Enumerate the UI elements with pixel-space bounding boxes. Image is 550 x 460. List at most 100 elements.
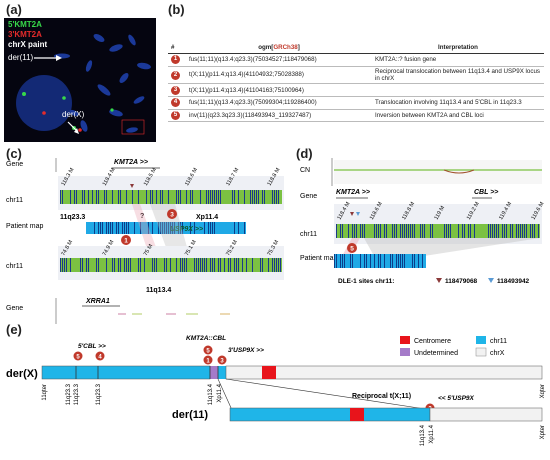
dle-site1: 118479068: [445, 278, 478, 285]
dle-site2-icon: [488, 278, 494, 283]
row-interp: KMT2A::? fusion gene: [372, 53, 544, 67]
dle-title: DLE-1 sites chr11:: [338, 278, 394, 285]
band-derx-11qter: 11qter: [42, 384, 48, 401]
band-der11-xp114: Xp11.4: [429, 424, 435, 443]
band-derx-11q233a: 11q23.3: [66, 383, 72, 405]
chr11-label-c-bot: chr11: [6, 263, 23, 270]
marker-3-e: [217, 355, 227, 365]
marker-3-c: [167, 209, 177, 219]
der11-chr11-segment: [229, 407, 431, 422]
derx-centromere: [262, 366, 276, 379]
fish-probe-3kmt2a: 3'KMT2A: [8, 30, 42, 39]
svg-text:1: 1: [206, 358, 210, 364]
band-derx-11q134: 11q13.4: [208, 383, 214, 405]
row-ogm: inv(11)(q23.3q23.3)(118493943_119327487): [186, 109, 372, 123]
tick-label-bot: 75 M: [143, 243, 155, 257]
band-11q233: 11q23.3: [60, 214, 85, 221]
svg-text:5: 5: [350, 246, 354, 253]
chr11-label-c-top: chr11: [6, 197, 23, 204]
fish-label-der11: der(11): [8, 53, 34, 62]
row-interp: [372, 83, 544, 98]
legend-chr11-swatch: [476, 336, 486, 344]
band-derx-11q233c: 11q23.3: [96, 383, 102, 405]
der11-centromere: [350, 408, 364, 421]
row-ogm: t(X;11)(p11.4;q13.4)(41104163;75100964): [186, 83, 372, 98]
row-num: 4: [168, 96, 186, 110]
cn-label: CN: [300, 167, 310, 174]
dle-site1-icon: [436, 278, 442, 283]
svg-text:1: 1: [124, 238, 128, 245]
row-ogm: t(X;11)(p11.4;q13.4)(41104932;75028388): [186, 66, 372, 85]
panel-label-e: (e): [6, 322, 22, 337]
marker-5b-e: [203, 345, 213, 355]
legend-chrx: chrX: [490, 350, 505, 357]
fish-probe-chrx: chrX paint: [8, 40, 48, 49]
gene-label-d: Gene: [300, 193, 317, 200]
row-num: 5: [168, 109, 186, 123]
gene-kmt2a-d: KMT2A >>: [336, 189, 370, 196]
dle-site2: 118493942: [497, 278, 530, 285]
svg-text:5: 5: [76, 354, 80, 360]
marker-5-d: [347, 243, 357, 253]
chr11-label-d: chr11: [300, 231, 317, 238]
panel-e-svg: Centromere chr11 Undetermined chrX der(X…: [6, 335, 546, 446]
label-3usp9x: 3'USP9X >>: [228, 347, 264, 354]
row-ogm: fus(11;11)(q13.4;q23.3)(75099304;1192864…: [186, 96, 372, 110]
dle-marker: [130, 184, 134, 188]
row-num: 3: [168, 83, 186, 98]
usp9x-label: USP9X >>: [170, 226, 203, 233]
svg-text:3: 3: [220, 358, 224, 364]
panel-label-b: (b): [168, 2, 185, 17]
der11-label: der(11): [172, 409, 208, 421]
gene-label-c-bot: Gene: [6, 305, 23, 312]
legend-centromere: Centromere: [414, 338, 451, 345]
band-der11-11q134: 11q13.4: [420, 424, 426, 446]
fish-image: [4, 18, 156, 142]
marker-1-c: [121, 235, 131, 245]
marker-5-e: [73, 351, 83, 361]
col-num-header: #: [168, 42, 186, 54]
legend-chr11: chr11: [490, 338, 507, 345]
question-label: ?: [140, 213, 144, 220]
col-interp-header: Interpretation: [372, 42, 544, 54]
row-interp: Translocation involving 11q13.4 and 5'CB…: [372, 96, 544, 110]
band-derx-xqter: Xqter: [540, 384, 546, 398]
band-derx-11q233b: 11q23.3: [74, 383, 80, 405]
gene-cbl-d: CBL >>: [474, 189, 498, 196]
label-5usp9x: << 5'USP9X: [438, 395, 475, 402]
der11-chrx-segment: [429, 407, 543, 422]
svg-text:4: 4: [98, 354, 102, 360]
legend-undetermined-swatch: [400, 348, 410, 356]
gene-label-c: Gene: [6, 161, 23, 168]
svg-text:3: 3: [170, 212, 174, 219]
band-derx-xp114: Xp11.4: [217, 383, 223, 402]
legend-chrx-swatch: [475, 347, 487, 357]
gene-xrra1: XRRA1: [85, 298, 110, 305]
legend-centromere-swatch: [400, 336, 410, 344]
panel-label-c: (c): [6, 146, 22, 161]
panel-label-d: (d): [296, 146, 313, 161]
col-ogm-header: ogm[GRCh38]: [186, 42, 372, 54]
patient-label-d: Patient map: [300, 255, 337, 262]
row-interp: Reciprocal translocation between 11q13.4…: [372, 66, 544, 85]
fish-label-derx: der(X): [62, 110, 85, 119]
row-interp: Inversion between KMT2A and CBL loci: [372, 109, 544, 123]
gene-kmt2a-c: KMT2A >>: [114, 159, 148, 166]
patient-label-c: Patient map: [6, 223, 43, 230]
label-fusion: KMT2A::CBL: [186, 335, 226, 342]
band-11q134: 11q13.4: [146, 287, 171, 294]
chr11-map-top: [60, 190, 282, 204]
legend-undetermined: Undetermined: [414, 350, 458, 357]
derx-chr11-segment: [41, 365, 211, 380]
row-num: 1: [168, 53, 186, 67]
row-num: 2: [168, 66, 186, 85]
band-der11-xpter: Xpter: [540, 425, 546, 439]
fish-probe-5kmt2a: 5'KMT2A: [8, 20, 42, 29]
